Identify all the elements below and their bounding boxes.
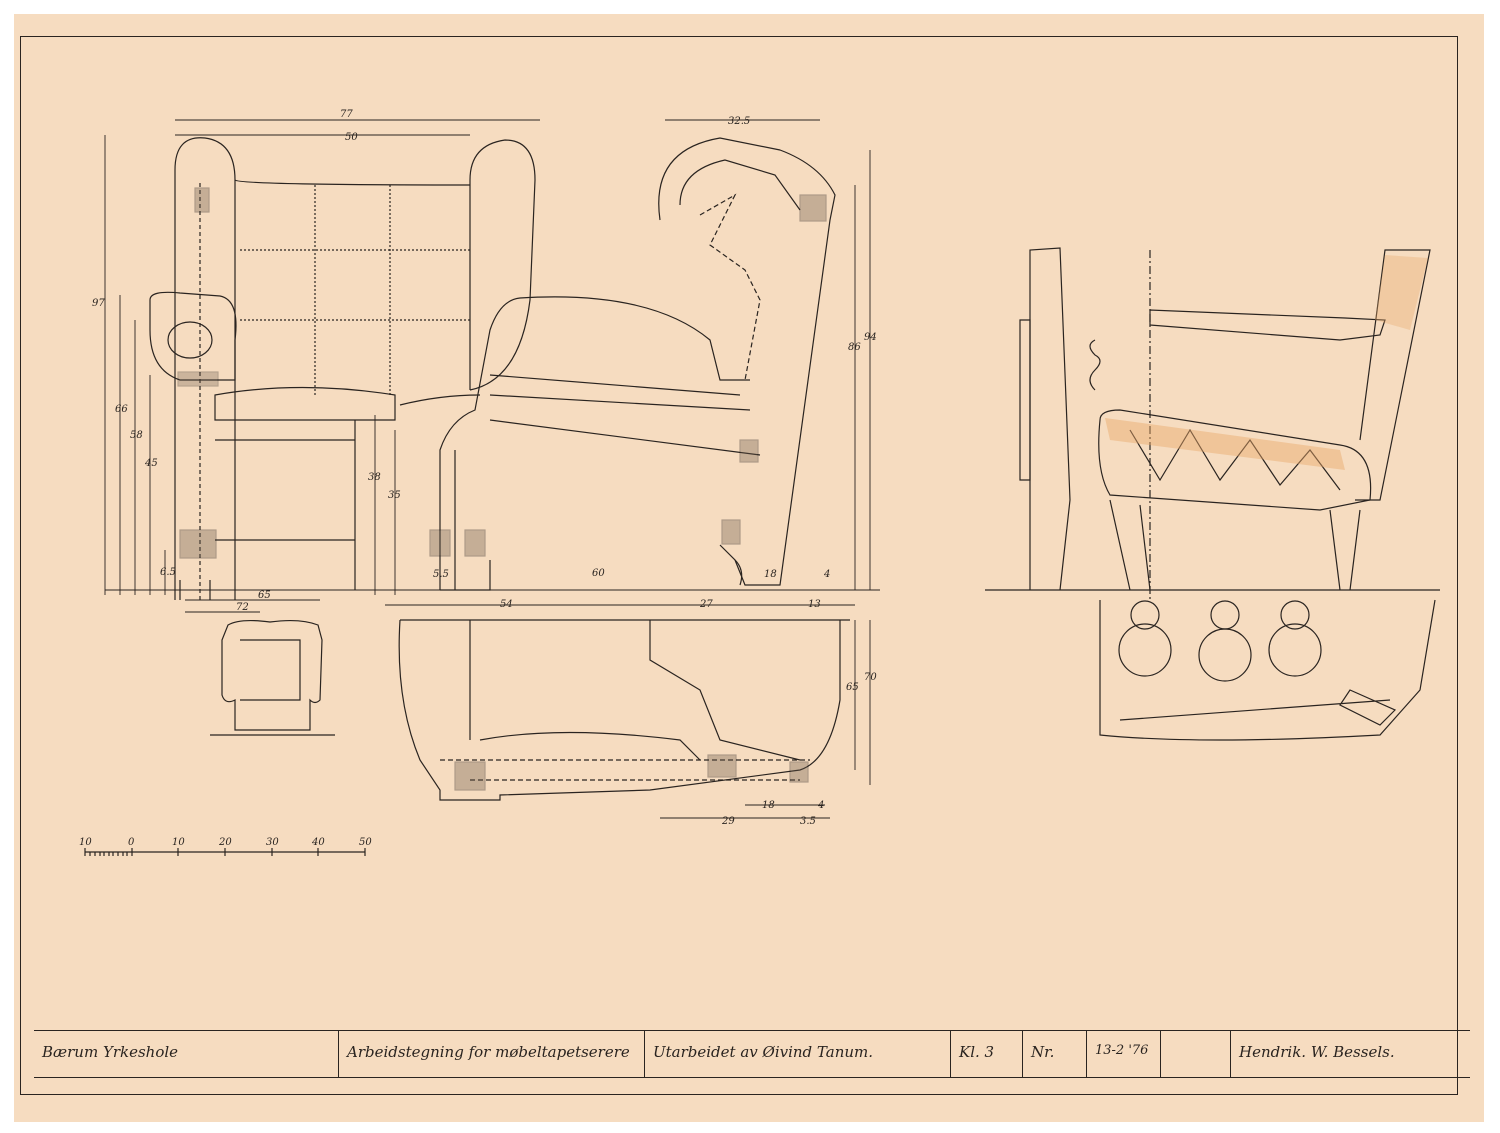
scale-tick-5: 40 (311, 837, 325, 848)
dim-offset-back: 18 (764, 569, 777, 580)
drawing-sheet (14, 14, 1484, 1122)
title-block-class-cell: Kl. 3 (950, 1031, 1022, 1077)
dim-plan-depth-b: 70 (864, 672, 877, 683)
signature: Hendrik. W. Bessels. (1239, 1043, 1395, 1061)
drawing-description: Arbeidstegning for møbeltapetserere (347, 1043, 630, 1061)
school-name: Bærum Yrkeshole (42, 1043, 179, 1061)
dim-seat-front: 45 (144, 458, 158, 469)
title-block-date-cell: 13-2 '76 (1086, 1031, 1160, 1077)
scale-tick-1: 0 (128, 837, 135, 848)
number-label: Nr. (1031, 1043, 1055, 1061)
dim-seat-low: 35 (388, 490, 401, 501)
dim-plan-bottom-a: 18 (762, 800, 775, 811)
dim-small-b: 4 (823, 569, 830, 580)
dim-width-outer: 77 (340, 109, 353, 120)
dim-small-a: 5.5 (433, 569, 449, 580)
dim-plan-bottom-b: 29 (721, 816, 735, 827)
title-block-school-cell: Bærum Yrkeshole (34, 1031, 338, 1077)
scale-tick-3: 20 (218, 837, 232, 848)
dim-arm-height: 66 (115, 404, 128, 415)
drawing-border (20, 36, 1458, 1095)
dim-top-depth: 32.5 (728, 116, 750, 127)
scale-tick-4: 30 (266, 837, 279, 848)
dim-plan-bottom-d: 3.5 (800, 816, 816, 827)
scale-tick-2: 10 (172, 837, 185, 848)
title-block: Bærum Yrkeshole Arbeidstegning for møbel… (34, 1030, 1470, 1078)
dim-base-b: 72 (236, 602, 249, 613)
dimension-lines (104, 119, 880, 819)
drawing-date: 13-2 '76 (1095, 1043, 1149, 1058)
dim-base-a: 65 (258, 590, 271, 601)
dim-seat-height: 38 (368, 472, 381, 483)
title-block-signature-cell: Hendrik. W. Bessels. (1230, 1031, 1470, 1077)
dim-plan-b: 27 (699, 599, 713, 610)
front-view (149, 137, 536, 600)
dim-depth: 60 (592, 568, 605, 579)
dim-plan-depth-a: 65 (846, 682, 859, 693)
title-block-author-cell: Utarbeidet av Øivind Tanum. (644, 1031, 950, 1077)
dim-height-a: 86 (848, 342, 861, 353)
section-view (985, 247, 1440, 741)
thumbnail-view (210, 619, 335, 736)
back-frame-highlight (1375, 255, 1428, 330)
title-block-blank-cell (1160, 1031, 1230, 1077)
dim-plan-bottom-c: 4 (817, 800, 824, 811)
side-view (399, 137, 836, 591)
dim-plan-c: 13 (808, 599, 821, 610)
dim-arm-low: 58 (130, 430, 143, 441)
dim-plan-a: 54 (500, 599, 513, 610)
scale-bar (84, 848, 366, 856)
dim-width-inner: 50 (345, 132, 358, 143)
title-block-number-cell: Nr. (1022, 1031, 1086, 1077)
plan-view (398, 619, 850, 801)
dim-height-total: 97 (92, 298, 105, 309)
seat-frame-highlight (1105, 418, 1345, 470)
dim-height-b: 94 (864, 332, 877, 343)
class-label: Kl. 3 (959, 1043, 995, 1061)
prepared-by: Utarbeidet av Øivind Tanum. (653, 1043, 874, 1061)
dim-leg: 6.5 (160, 567, 176, 578)
scale-tick-0: 10 (79, 837, 92, 848)
title-block-description-cell: Arbeidstegning for møbeltapetserere (338, 1031, 644, 1077)
scale-tick-6: 50 (359, 837, 372, 848)
